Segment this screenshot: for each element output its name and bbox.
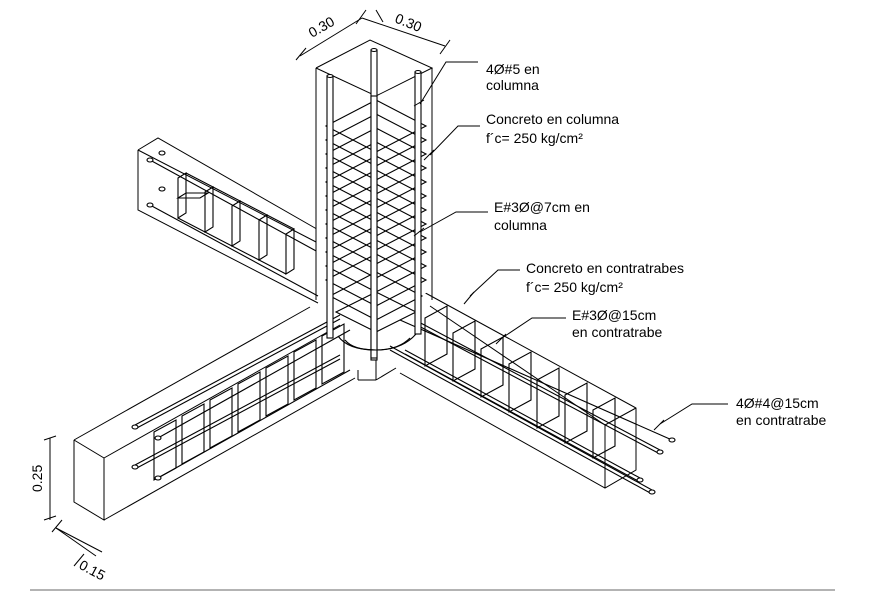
beam-back-left-stirrups bbox=[176, 172, 295, 275]
column-hooks bbox=[337, 333, 417, 351]
column-stirrups bbox=[324, 99, 428, 333]
label-beam-stirrups-line1: E#3Ø@15cm bbox=[572, 307, 656, 323]
beam-back-left bbox=[137, 137, 323, 304]
label-beam-rebar-line2: en contratrabe bbox=[736, 412, 826, 428]
label-col-stirrups-line1: E#3Ø@7cm en bbox=[494, 199, 590, 215]
label-beam-stirrups-line2: en contratrabe bbox=[572, 324, 662, 340]
label-col-rebar-line2: columna bbox=[486, 77, 539, 93]
dim-beam-width-label: 0.15 bbox=[77, 557, 109, 584]
column-bars bbox=[326, 47, 422, 361]
label-col-rebar-line1: 4Ø#5 en bbox=[486, 61, 540, 77]
dim-column-top bbox=[295, 9, 451, 61]
beam-back-left-bars bbox=[146, 150, 319, 297]
beam-front-left-bars bbox=[131, 314, 351, 481]
label-beam-concrete-line2: f´c= 250 kg/cm² bbox=[526, 279, 623, 295]
leader-lines bbox=[413, 61, 728, 431]
label-col-concrete-line2: f´c= 250 kg/cm² bbox=[486, 130, 583, 146]
label-col-concrete-line1: Concreto en columna bbox=[486, 111, 619, 127]
beam-right-bars bbox=[389, 319, 676, 495]
beam-front-left bbox=[73, 306, 356, 521]
dim-beam-height-label: 0.25 bbox=[29, 465, 45, 492]
label-beam-rebar-line1: 4Ø#4@15cm bbox=[736, 395, 819, 411]
label-col-stirrups-line2: columna bbox=[494, 217, 547, 233]
dim-beam-width bbox=[51, 519, 103, 567]
dim-col-width-b: 0.30 bbox=[393, 10, 424, 35]
column bbox=[315, 39, 434, 381]
beam-right bbox=[389, 289, 676, 495]
beam-front-left-stirrups bbox=[153, 323, 345, 481]
label-beam-concrete-line1: Concreto en contratrabes bbox=[526, 260, 684, 276]
beam-right-stirrups bbox=[424, 305, 616, 459]
dim-beam-height bbox=[43, 435, 57, 521]
